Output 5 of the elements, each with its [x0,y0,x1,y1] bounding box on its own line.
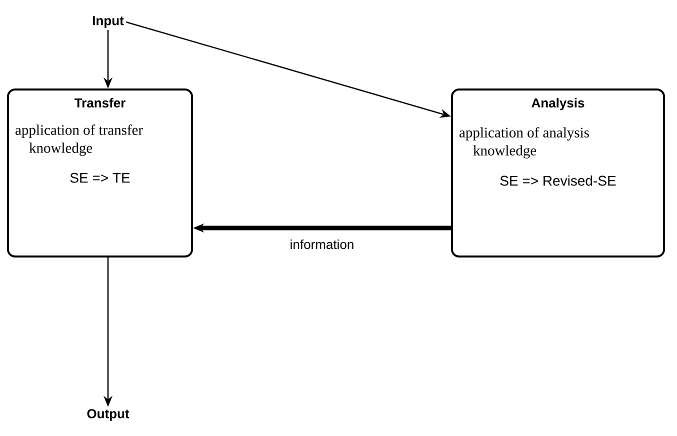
process-box: Analysis application of analysis knowledge SE => Revised-SE [451,88,665,258]
edge-label: information [290,240,354,250]
io-label: Output [87,409,130,421]
process-box: Transfer application of transfer knowledge SE => TE [7,88,193,258]
io-label: Input [93,16,124,28]
